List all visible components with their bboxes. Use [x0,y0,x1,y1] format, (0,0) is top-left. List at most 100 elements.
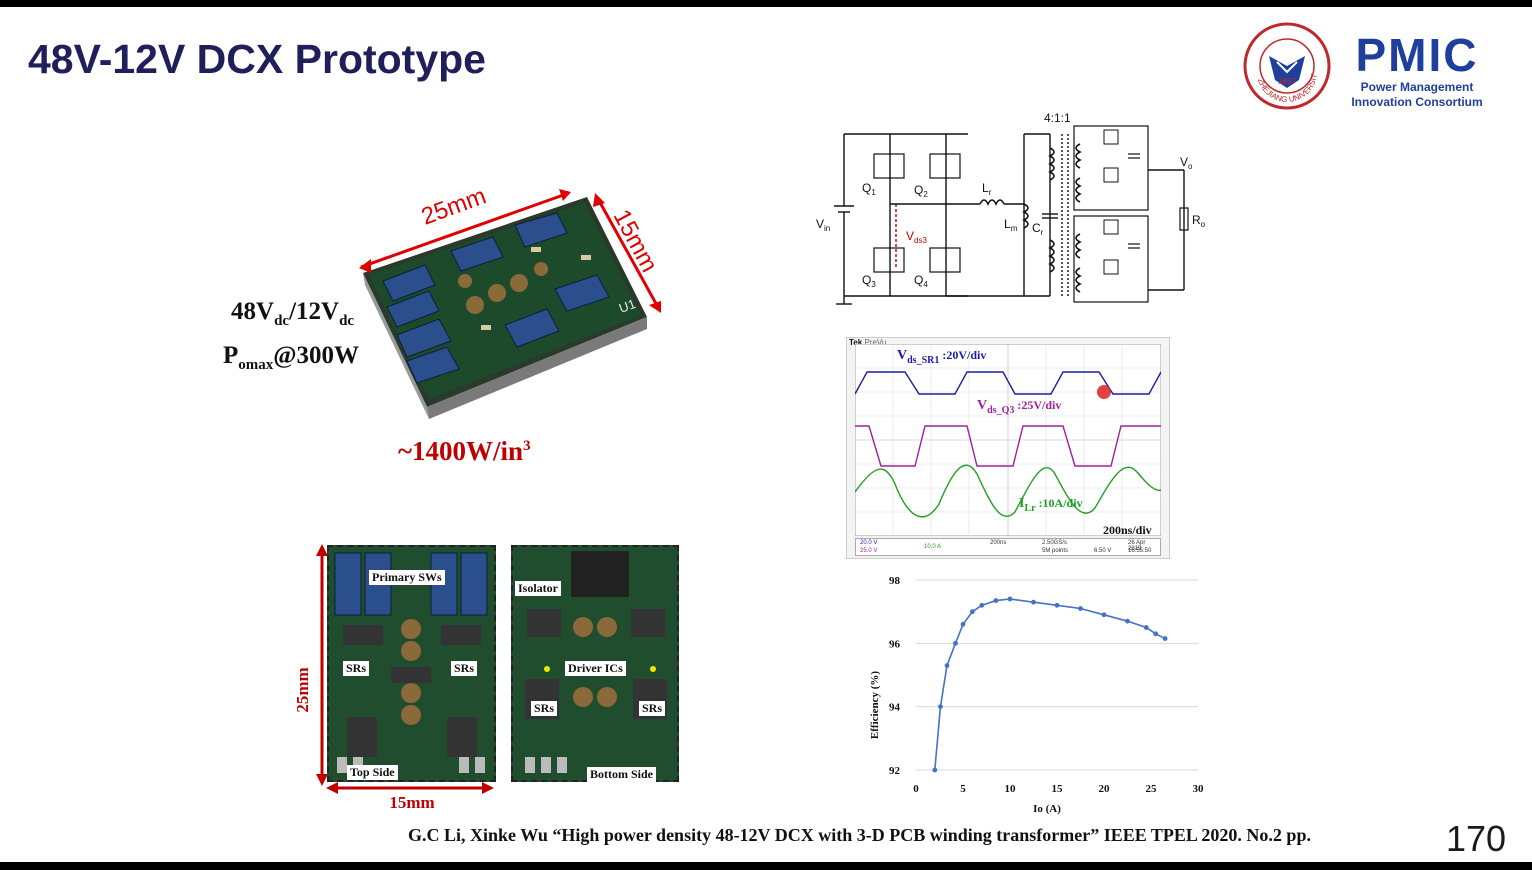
y-tick-label: 92 [889,765,901,777]
q4-label: Q4 [914,273,928,289]
pcb-dimension-arrows: 25mm 15mm [293,544,494,812]
efficiency-point [979,602,985,608]
x-tick-label: 15 [1052,783,1064,795]
scope-run: PreVu [864,338,887,347]
label-primary-sws: Primary SWs [369,570,445,585]
efficiency-point [960,621,966,627]
x-tick-label: 20 [1099,783,1111,795]
x-tick-label: 0 [913,783,919,795]
ch4-scale: :10A/div [1035,496,1083,510]
vo-label: Vo [1180,155,1193,171]
status-ch1: 20.0 V [860,540,878,546]
ch4-label: I [1019,496,1025,511]
efficiency-point [1143,625,1149,630]
bottom-border-bar [0,862,1532,870]
turns-ratio: 4:1:1 [1044,111,1071,125]
density-value: ~1400W/in [398,436,524,466]
x-tick-label: 10 [1005,783,1017,795]
ro-label: Ro [1192,213,1206,229]
pcb-top-photo: Primary SWs SRs SRs Top Side [327,545,496,782]
efficiency-point [1078,606,1083,611]
efficiency-point [1162,636,1168,641]
efficiency-point [944,663,950,668]
spec-voltage: 48Vdc/12Vdc [231,298,354,330]
status-trig: 6.50 V [1094,548,1112,554]
y-tick-label: 98 [889,575,901,587]
efficiency-point [1125,618,1130,624]
efficiency-point [970,609,975,615]
label-top-srs-left: SRs [343,661,370,676]
pmic-line2: Innovation Consortium [1351,95,1483,109]
university-seal: 1897 ZHEJIANG UNIVERSITY [1243,22,1331,110]
circuit-schematic: 4:1:1 Vin Q1 Q2 Q3 Q4 Vds3 Lr Lm Cr Vo R… [816,111,1206,305]
module-photo: 25mm 15mm U1 [359,185,663,419]
label-bottom-srs-right: SRs [639,701,666,716]
pmic-line1: Power Management [1360,80,1474,94]
spec-voltage-a-sub: dc [274,313,290,329]
efficiency-point [1153,631,1159,637]
status-date: 26 Apr 2019 [1128,540,1146,552]
efficiency-point [938,704,943,710]
efficiency-line [934,598,1166,771]
status-ch4: 10.0 A [924,544,942,550]
ch3-caption: Vds_Q3 :25V/div [977,398,1061,416]
power-density: ~1400W/in3 [398,436,531,467]
scope-waveforms [855,344,1161,536]
x-tick-label: 5 [960,783,966,795]
y-tick-label: 96 [889,638,901,650]
pmic-brand: PMIC [1355,29,1479,81]
oscilloscope-capture: Tek PreVu Vds_SR1 :20V/div Vds_Q3 :25V/d… [846,337,1170,559]
spec-power-prefix: P [223,342,239,369]
efficiency-point [1031,599,1036,605]
vin-label: Vin [816,217,830,233]
status-points: 5M points [1042,548,1069,554]
q1-label: Q1 [862,181,876,197]
pmic-logo: PMIC Power Management Innovation Consort… [1336,30,1498,110]
label-top-side: Top Side [347,765,398,780]
density-sup: 3 [523,438,531,454]
spec-power-value: @300W [273,342,360,369]
efficiency-point [1054,602,1060,608]
spec-power-sub: omax [238,357,274,373]
label-bottom-side: Bottom Side [587,767,656,782]
pcb-height-label: 25mm [293,667,312,712]
ch1-sub: ds_SR1 [907,354,940,366]
ch1-scale: :20V/div [939,348,987,362]
label-driver-ics: Driver ICs [565,661,626,676]
spec-power: Pomax@300W [223,342,359,374]
spec-voltage-a: 48V [231,298,275,325]
x-tick-label: 25 [1146,783,1158,795]
ch4-caption: ILr :10A/div [1019,496,1083,514]
efficiency-point [993,598,999,603]
pcb-bottom-photo: Isolator Driver ICs SRs SRs Bottom Side [511,545,679,782]
efficiency-point [1101,612,1107,618]
q2-label: Q2 [914,183,928,199]
top-border-bar [0,0,1532,7]
cr-label: Cr [1032,221,1044,237]
y-tick-label: 94 [889,702,901,714]
pcb-width-label: 15mm [389,793,434,812]
ch4-sub: Lr [1024,502,1036,514]
y-axis-label: Efficiency (%) [869,671,881,739]
scope-status-bar: 20.0 V 25.0 V 10.0 A 200ns 2.50GS/s 5M p… [855,538,1161,556]
x-tick-label: 30 [1193,783,1205,795]
label-bottom-srs-left: SRs [531,701,558,716]
board-label: U1 [617,296,638,316]
vds3-label: Vds3 [906,229,927,245]
seal-year: 1897 [1278,77,1296,86]
efficiency-point [1007,596,1013,602]
slide-title: 48V-12V DCX Prototype [28,36,486,82]
label-top-srs-right: SRs [451,661,478,676]
label-isolator: Isolator [515,581,561,596]
scope-brand: Tek [849,338,863,347]
spec-voltage-b: /12V [289,298,340,325]
efficiency-point [953,640,958,646]
ch3-scale: :25V/div [1014,398,1062,412]
q3-label: Q3 [862,273,876,289]
status-ch3: 25.0 V [860,548,878,554]
efficiency-point [932,767,938,773]
lr-label: Lr [982,181,992,197]
ch3-label: V [977,398,988,413]
status-time: 200ns [990,540,1007,546]
